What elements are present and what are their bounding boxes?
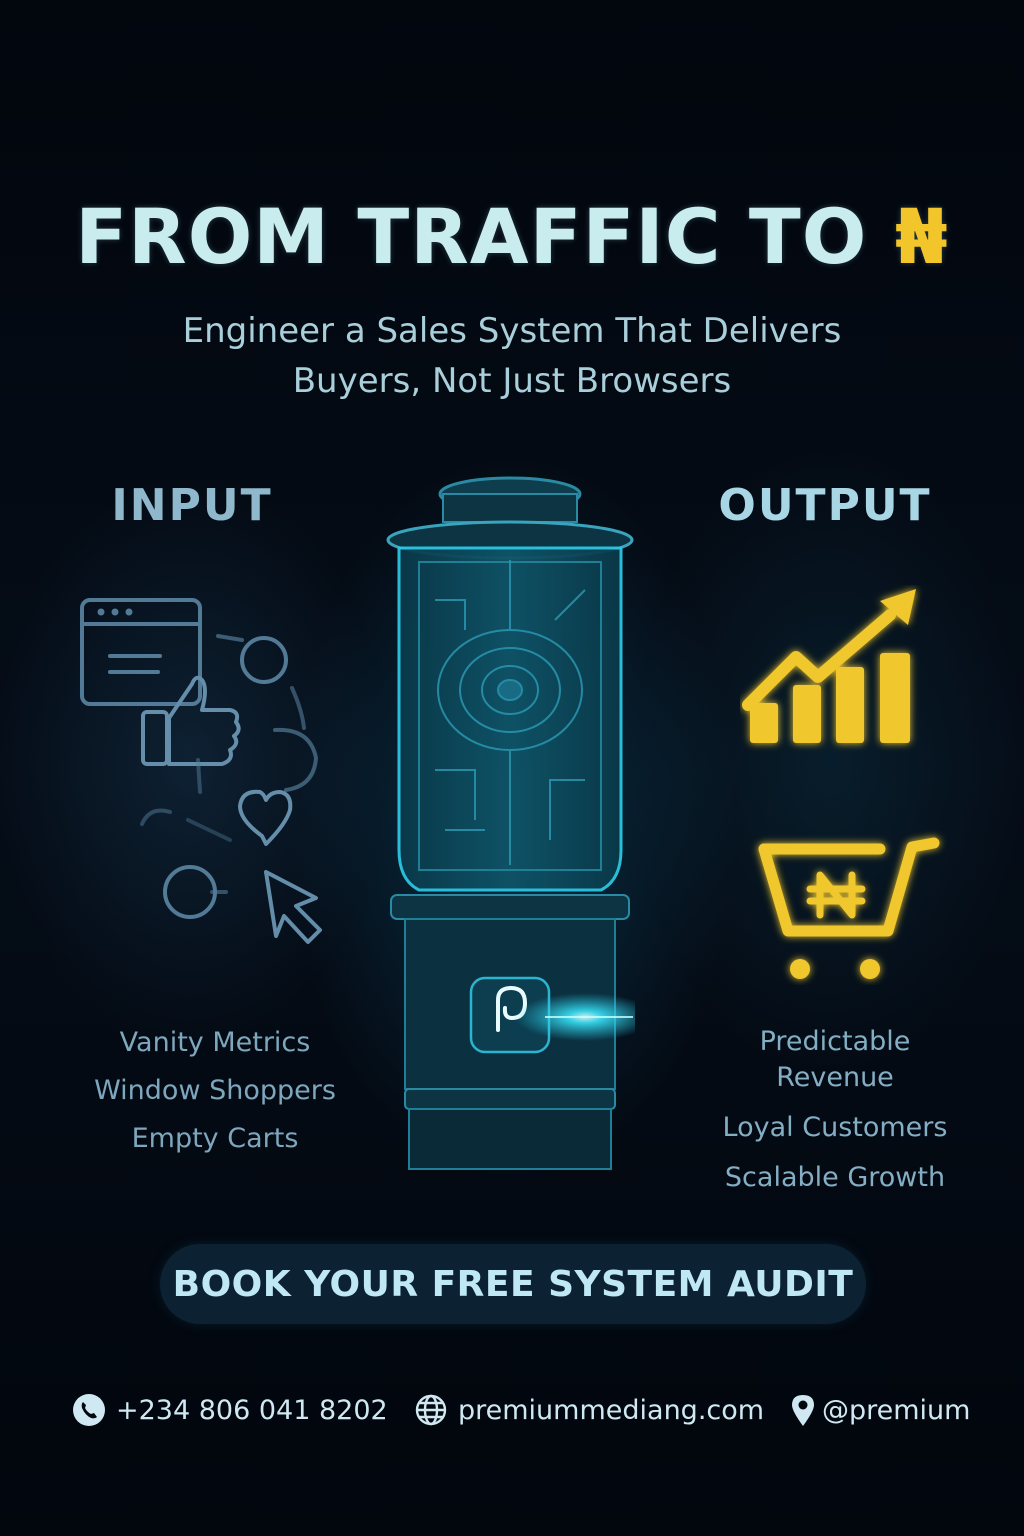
subheadline-line-2: Buyers, Not Just Browsers [292,361,732,401]
input-item: Empty Carts [131,1123,299,1154]
growth-chart-icon [742,589,916,743]
output-list: Predictable Revenue Loyal Customers Scal… [690,1024,980,1210]
p-logo-icon [496,985,528,1032]
output-icons-cluster [742,589,940,979]
naira-symbol: ₦ [894,192,949,281]
subheadline-line-1: Engineer a Sales System That Delivers [182,311,842,351]
node-circle-icon [240,636,288,684]
thumbs-up-icon [141,675,241,766]
sales-system-machine [386,476,635,1170]
heart-icon [238,789,293,846]
subheadline: Engineer a Sales System That Delivers Bu… [0,306,1024,406]
contact-footer: +234 806 041 8202 premiummediang.com @pr… [72,1388,972,1432]
input-item: Window Shoppers [94,1075,336,1106]
social-handle: @premium [822,1394,971,1426]
output-item: Predictable Revenue [690,1024,980,1096]
output-item-line: Predictable [759,1026,911,1057]
cursor-icon [264,870,322,944]
input-list: Vanity Metrics Window Shoppers Empty Car… [60,1024,370,1168]
output-item: Loyal Customers [722,1112,948,1143]
naira-cart-icon [758,837,940,979]
website-link: premiummediang.com [458,1394,765,1426]
book-audit-button[interactable]: BOOK YOUR FREE SYSTEM AUDIT [160,1244,866,1324]
input-item: Vanity Metrics [119,1027,311,1058]
social-contact[interactable]: @premium [790,1393,970,1427]
headline: FROM TRAFFIC TO ₦ [0,192,1024,281]
globe-icon [415,1394,447,1426]
naira-symbol-icon [806,871,866,919]
website-contact[interactable]: premiummediang.com [414,1393,790,1427]
headline-text: FROM TRAFFIC TO [75,192,868,281]
browser-window-icon [80,598,202,706]
phone-number: +234 806 041 8202 [116,1394,388,1426]
output-heading: OUTPUT [718,480,932,531]
location-pin-icon [792,1395,814,1426]
output-item: Scalable Growth [724,1162,946,1193]
phone-contact[interactable]: +234 806 041 8202 [72,1393,414,1427]
input-heading: INPUT [111,480,273,531]
output-item-line: Revenue [776,1062,894,1093]
phone-icon [73,1394,105,1426]
input-icons-cluster [80,598,322,944]
